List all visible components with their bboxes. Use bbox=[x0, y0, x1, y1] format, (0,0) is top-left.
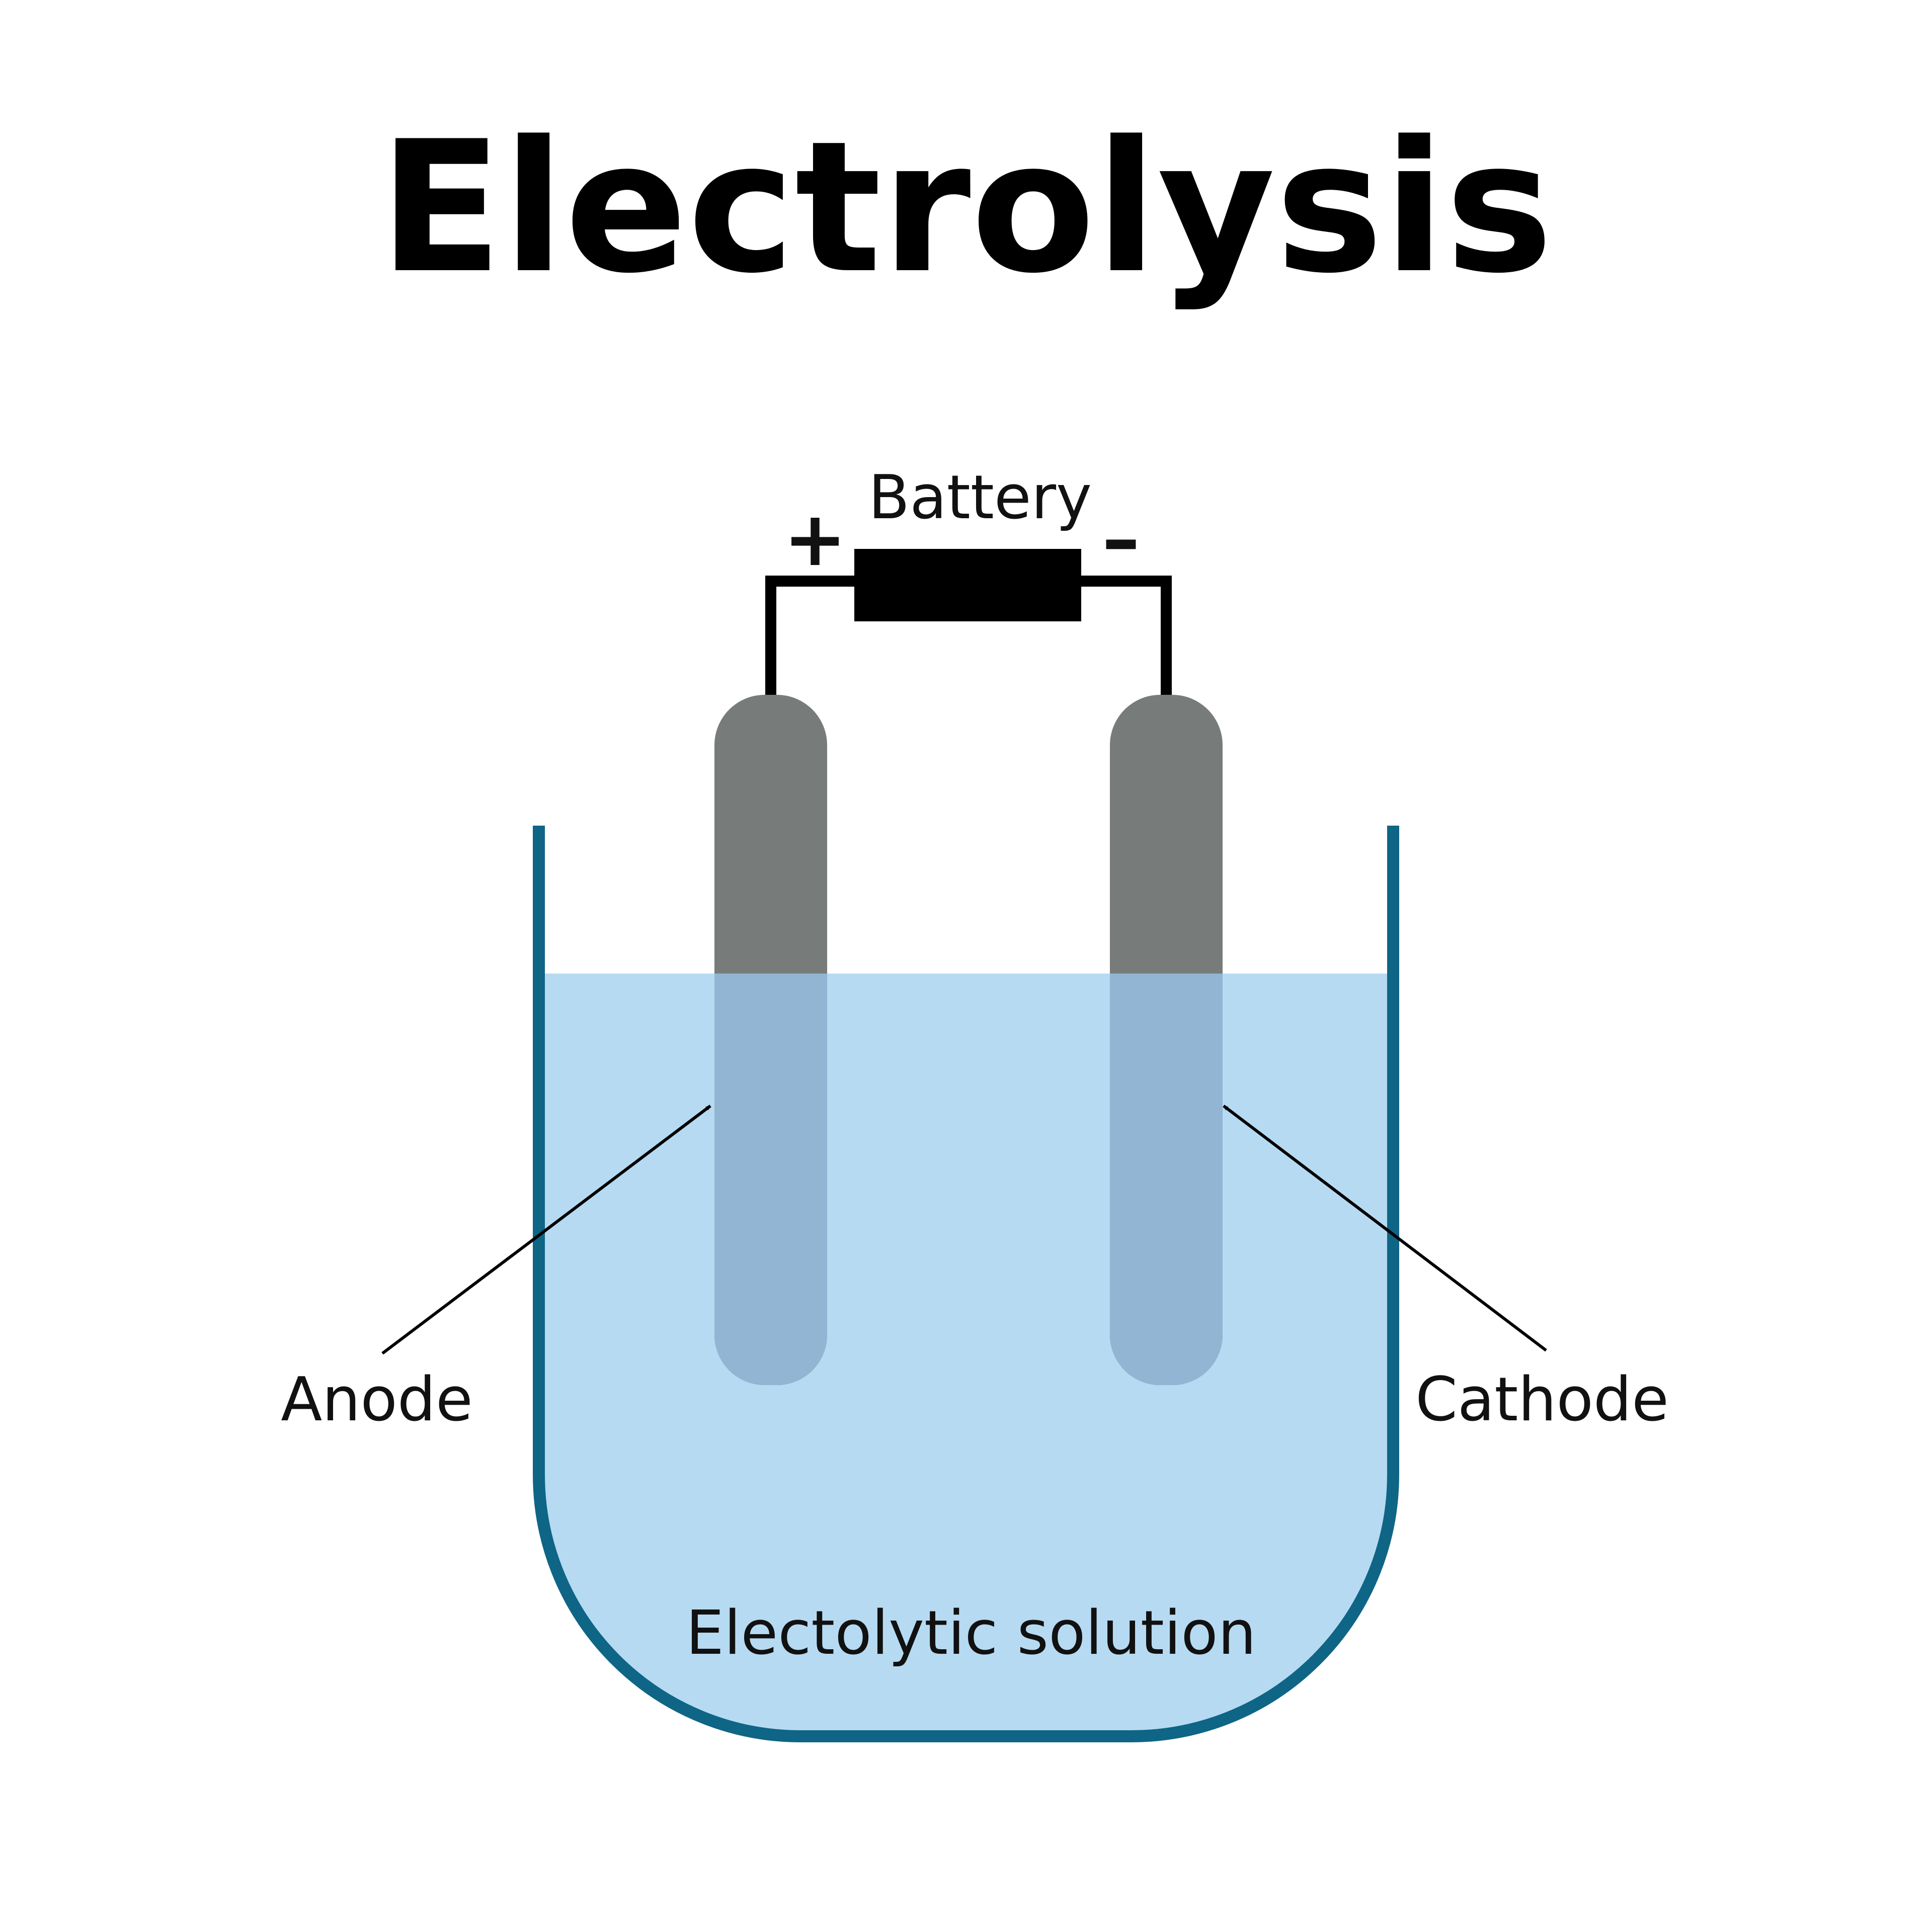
cathode-submerged bbox=[1110, 974, 1223, 1385]
cathode-leader-arrow bbox=[1223, 1104, 1547, 1352]
anode-wire bbox=[765, 576, 854, 695]
solution-label: Electolytic solution bbox=[686, 1598, 1256, 1668]
beaker bbox=[533, 826, 1399, 1742]
battery-label: Battery bbox=[868, 463, 1092, 533]
anode-submerged bbox=[714, 974, 827, 1385]
cathode-wire bbox=[1081, 576, 1172, 695]
submerged-electrodes bbox=[714, 974, 1223, 1385]
title: Electrolysis bbox=[379, 102, 1553, 313]
anode-label: Anode bbox=[281, 1365, 473, 1435]
cathode-label: Cathode bbox=[1415, 1365, 1669, 1435]
anode-leader-arrow bbox=[381, 1104, 711, 1355]
positive-sign: + bbox=[783, 496, 847, 583]
battery-cell bbox=[854, 549, 1081, 621]
negative-sign: – bbox=[1102, 496, 1140, 583]
